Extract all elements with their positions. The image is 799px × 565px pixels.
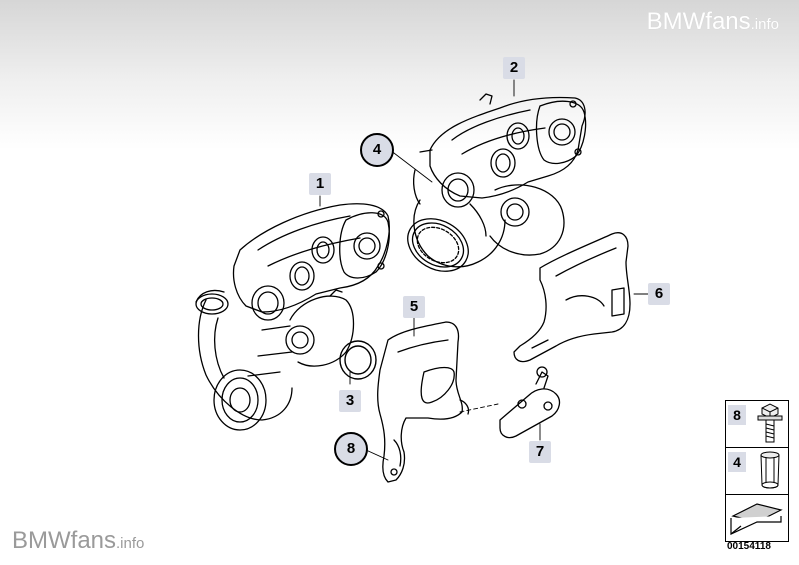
callout-2: 2: [503, 57, 525, 79]
bolt-icon: [757, 403, 783, 443]
watermark-bottom: BMWfans.info: [12, 527, 144, 555]
navigation-arrow-icon: [730, 503, 783, 535]
callout-3: 3: [339, 390, 361, 412]
document-id: 00154118: [727, 541, 771, 552]
legend-cell-arrow: [725, 494, 789, 542]
support-bracket: [499, 366, 561, 439]
watermark-bottom-brand: BMWfans: [12, 527, 117, 554]
heat-shield-bracket: [377, 321, 470, 483]
watermark-top: BMWfans.info: [647, 8, 779, 36]
legend-cell-nut: 4: [725, 447, 789, 495]
rivet-nut-icon: [760, 451, 780, 489]
callout-4: 4: [360, 133, 394, 167]
turbocharger-upper: [407, 93, 587, 272]
leader-lines: [319, 79, 649, 461]
callout-7: 7: [529, 441, 551, 463]
callout-1: 1: [309, 173, 331, 195]
legend-cell-bolt: 8: [725, 400, 789, 448]
heat-shield-plate: [513, 232, 631, 363]
callout-6: 6: [648, 283, 670, 305]
watermark-bottom-suffix: .info: [116, 535, 145, 552]
turbocharger-lower: [195, 203, 390, 431]
legend-bolt-number: 8: [728, 405, 746, 425]
parts-legend: 8 4: [725, 400, 789, 543]
callout-5: 5: [403, 296, 425, 318]
legend-nut-number: 4: [728, 452, 746, 472]
callout-8: 8: [334, 432, 368, 466]
gasket-ring: [339, 340, 377, 380]
watermark-top-brand: BMWfans: [646, 8, 751, 35]
watermark-top-suffix: .info: [750, 16, 779, 33]
